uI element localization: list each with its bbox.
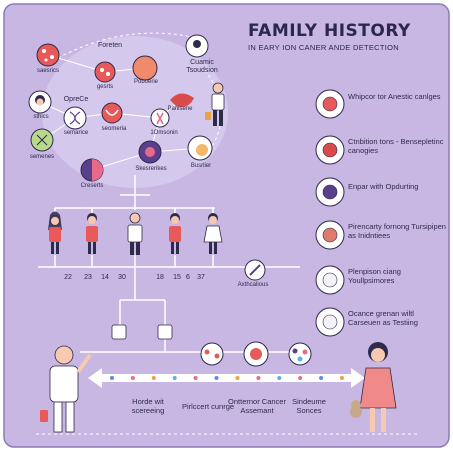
timeline-dot (319, 376, 324, 380)
elderly-man-figure (40, 345, 92, 433)
timeline-dot (151, 376, 156, 380)
timeline-dot (214, 376, 219, 380)
tumor-icon-core (322, 96, 338, 112)
cluster-label-sthics: sthics (33, 114, 49, 120)
cluster-label-saesrics: saesrics (36, 68, 59, 74)
age-label: 14 (101, 274, 109, 281)
page-subtitle: IN EARY ION CANER ANDE DETECTION (248, 43, 400, 52)
timeline-label-3: Ontternor Cancer Assemant (228, 397, 286, 415)
age-label: 6 (186, 274, 190, 281)
right-item-6: Ocance grenan wiltl Carseuen as Testiing (348, 309, 418, 327)
network-icon (200, 342, 224, 366)
cluster-label-foreten: Foreten (97, 42, 123, 49)
cluster-label-seomeria: seomeria (101, 126, 127, 132)
family-member-3 (127, 212, 143, 255)
timeline-dot (193, 376, 198, 380)
risk-cluster (28, 32, 228, 188)
document-icon (111, 324, 127, 340)
family-member-2 (86, 213, 98, 254)
cluster-dashed-arc (57, 32, 206, 59)
cluster-label-1omsonin: 1Omsonin (150, 130, 178, 136)
right-panel-icons (315, 89, 345, 337)
cluster-label-semenes: semenes (29, 154, 55, 160)
cluster-label-cuamic: Cuamic Tsoudsion (186, 59, 218, 75)
side-label: Axthcalious (237, 282, 269, 288)
timeline-dot (110, 376, 114, 380)
timeline-dot (130, 376, 135, 380)
timeline-arrow-right (351, 368, 365, 388)
cell-cluster-icon (36, 43, 60, 67)
right-item-5: Plenpison ciang Youllpsimores (348, 267, 401, 285)
molecule-icon (288, 342, 312, 366)
mutation-icon (94, 61, 116, 83)
timeline-dot (277, 376, 282, 380)
age-label: 18 (156, 274, 164, 281)
timeline-dot (256, 376, 261, 380)
cluster-label-busrlier: Busrlier (190, 163, 212, 169)
organ-scan-icon-core (322, 184, 338, 200)
body-scan-icon-core (322, 272, 338, 288)
age-label: 22 (64, 274, 72, 281)
timeline-label-4: Sindeume Sonces (292, 397, 326, 415)
page-title: FAMILY HISTORY (248, 21, 411, 41)
timeline-label-2: Pirlccert cunrge (181, 402, 235, 411)
age-label: 23 (84, 274, 92, 281)
cluster-label-skesrerikes: Skesrerikes (135, 166, 167, 172)
organ-icon (132, 55, 158, 81)
timeline-dot (235, 376, 240, 380)
age-label: 37 (197, 274, 205, 281)
cancer-cell-icon (170, 93, 194, 107)
report-icon (157, 324, 173, 340)
cluster-label-gesrts: gesrts (96, 84, 114, 90)
right-item-4: Pirencarty fornong Tursipipen as Inidnti… (348, 222, 446, 240)
right-item-1: Whipcor tor Anestic canlges (348, 92, 441, 101)
age-label: 15 (173, 274, 181, 281)
timeline-dot (172, 376, 177, 380)
dna-chart-icon-core (322, 227, 338, 243)
family-member-5 (203, 213, 223, 254)
timeline-arrow-left (88, 368, 102, 388)
cluster-label-poboerie: Poboerie (133, 79, 159, 85)
cluster-label-creserts: Creserts (80, 183, 104, 189)
ribbon-scan-icon-core (322, 142, 338, 158)
timeline-dot (298, 376, 303, 380)
man-figure (205, 82, 225, 126)
microscope-icon-core (322, 314, 338, 330)
timeline-dot (340, 376, 344, 380)
girl-figure (350, 342, 397, 432)
uterus-icon (101, 102, 123, 124)
cluster-label-oprece: OpreCe (63, 96, 89, 103)
right-item-3: Enpar with Opdurting (348, 182, 419, 191)
cluster-label-semarice: semarice (63, 130, 89, 136)
cluster-label-panisene: Panisene (167, 106, 193, 112)
timeline-label-1: Horde wit scereeing (131, 397, 165, 415)
family-member-4 (169, 213, 181, 254)
family-member-1 (48, 211, 62, 254)
age-label: 30 (118, 274, 126, 281)
timeline (36, 341, 420, 435)
right-item-2: Ctnbition tons - Bensepletinc canogies (348, 137, 444, 155)
cluster-blob (42, 36, 228, 188)
